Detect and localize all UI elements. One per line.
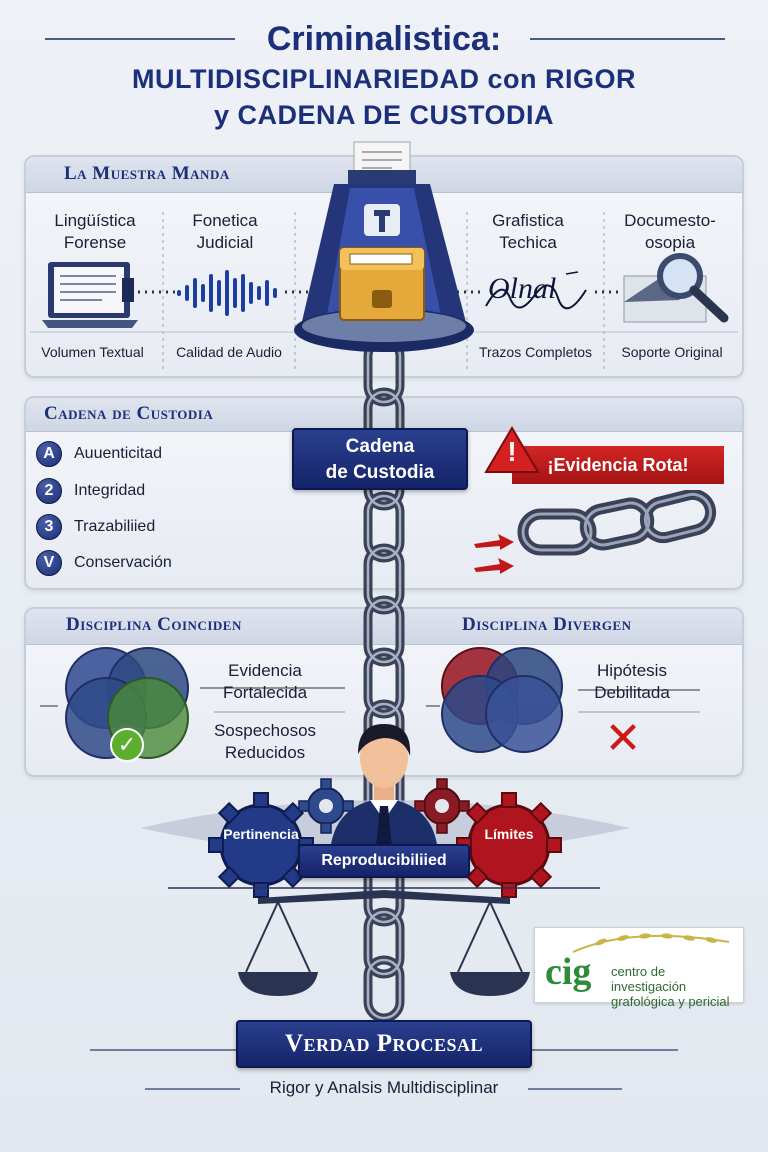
- gear-right-label: Límites: [484, 826, 534, 842]
- sub-label-soporte: Soporte Original: [621, 344, 723, 360]
- separator-line: [168, 887, 600, 889]
- verdad-procesal-title: Verdad Procesal: [236, 1020, 532, 1068]
- laptop-icon: [42, 262, 138, 328]
- disciplinas-panel-header: [26, 609, 742, 645]
- discipline-grafistica: Grafistica Techica: [492, 211, 564, 252]
- badge-a: A: [36, 441, 62, 467]
- reproducibilidad-label: Reproducibiliied: [298, 844, 470, 878]
- signature-icon: Olnal: [482, 268, 592, 318]
- coinciden-title: Disciplina Coinciden: [66, 614, 242, 635]
- laurel-icon: [572, 933, 730, 953]
- custody-item-conservacion: V Conservación: [36, 550, 172, 576]
- hipotesis-debilitada-text: Hipótesis Debilitada: [594, 661, 670, 702]
- page-subtitle-line1: MULTIDISCIPLINARIEDAD con RIGOR: [132, 64, 636, 94]
- title-rule-left: [45, 38, 235, 40]
- venn-divergen-diagram: [441, 647, 563, 753]
- badge-2: 2: [36, 478, 62, 504]
- divergen-title: Disciplina Divergen: [462, 614, 632, 635]
- custodia-title: Cadena de Custodia: [44, 403, 214, 424]
- evidencia-fortalecida-text: Evidencia Fortalecida: [222, 661, 308, 702]
- title-rule-right: [530, 38, 725, 40]
- funnel-container-icon: [294, 141, 474, 352]
- broken-chain-icon: [517, 490, 717, 556]
- logo-mark: cig: [545, 951, 592, 993]
- red-arrows-icon: [474, 534, 514, 574]
- sub-label-volumen: Volumen Textual: [41, 344, 144, 360]
- warning-icon: !: [484, 426, 540, 476]
- gear-left-icon: [208, 792, 314, 898]
- magnifier-icon: [623, 253, 729, 323]
- badge-3: 3: [36, 514, 62, 540]
- scales-icon: [238, 890, 530, 996]
- custody-item-integridad: 2 Integridad: [36, 478, 145, 504]
- cig-logo: cig centro de investigación grafológica …: [534, 927, 744, 1009]
- cadena-custodia-box: Cadena de Custodia: [292, 428, 468, 490]
- badge-v: V: [36, 550, 62, 576]
- sound-wave-icon: [177, 270, 277, 316]
- page-title: Criminalistica:: [266, 20, 502, 58]
- custody-item-autenticidad: A Auuenticitad: [36, 441, 162, 467]
- discipline-linguistica: Lingüística Forense: [54, 211, 136, 252]
- muestra-title: La Muestra Manda: [64, 163, 230, 184]
- gear-right-icon: [456, 792, 562, 898]
- sub-label-audio: Calidad de Audio: [176, 344, 282, 360]
- gear-left-label: Pertinencia: [223, 826, 299, 842]
- gear-small-left-icon: [298, 778, 354, 834]
- sospechosos-reducidos-text: Sospechosos Reducidos: [213, 721, 317, 762]
- sub-label-trazos: Trazos Completos: [478, 344, 593, 360]
- check-icon: ✓: [110, 728, 144, 762]
- discipline-documentoscopia: Documesto- osopia: [624, 211, 716, 252]
- coinciden-connectors: [40, 687, 700, 713]
- gear-small-right-icon: [414, 778, 470, 834]
- page-subtitle-line2: y CADENA DE CUSTODIA: [213, 100, 555, 130]
- custody-item-trazabilidad: 3 Trazabiliied: [36, 514, 155, 540]
- x-mark-icon: ✕: [604, 714, 642, 763]
- expert-person-icon: [330, 724, 438, 852]
- footer-subtitle: Rigor y Analsis Multidisciplinar: [269, 1078, 499, 1097]
- evidencia-rota-banner: ¡Evidencia Rota!: [512, 446, 724, 484]
- discipline-fonetica: Fonetica Judicial: [192, 211, 258, 252]
- logo-text: centro de investigación grafológica y pe…: [611, 964, 730, 1009]
